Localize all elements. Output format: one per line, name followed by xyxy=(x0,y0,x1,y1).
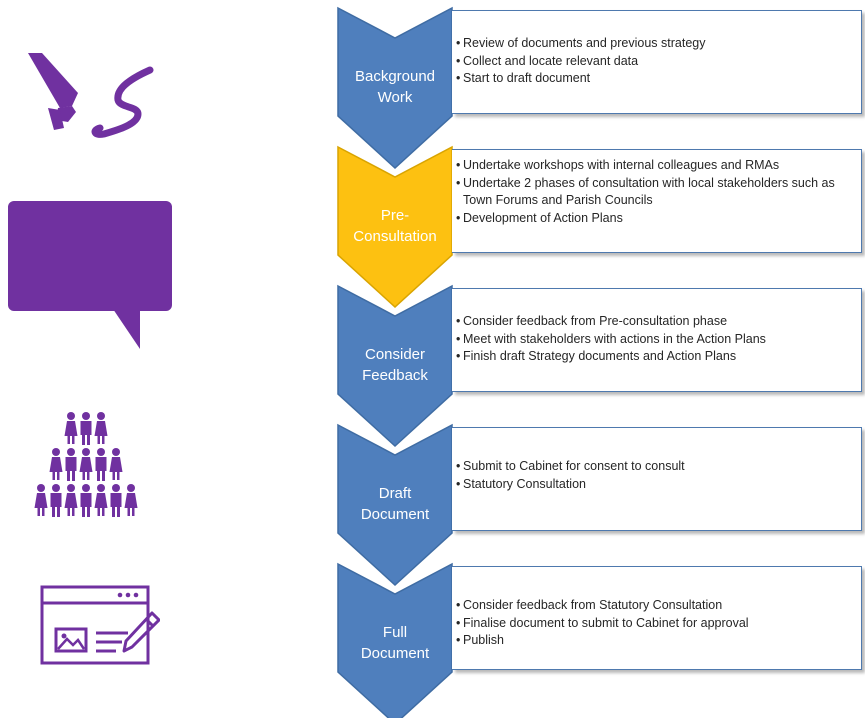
stage-items: Submit to Cabinet for consent to consult… xyxy=(452,428,861,493)
stage-item: Statutory Consultation xyxy=(452,476,861,494)
pen-writing-icon xyxy=(28,53,154,138)
stage-label-line: Work xyxy=(377,89,413,106)
stage-item: Consider feedback from Statutory Consult… xyxy=(452,597,861,615)
stage-item: Undertake 2 phases of consultation with … xyxy=(452,175,861,210)
stage-item: Start to draft document xyxy=(452,70,861,88)
stage-item: Submit to Cabinet for consent to consult xyxy=(452,458,861,476)
webpage-edit-icon xyxy=(40,585,160,665)
stage-chevron xyxy=(337,284,453,448)
stage-label-line: Consultation xyxy=(353,228,437,245)
stage-label-line: Background xyxy=(354,68,436,85)
stage-details-box: Consider feedback from Statutory Consult… xyxy=(452,566,862,670)
stage-label-line: Feedback xyxy=(362,367,428,384)
stage-label-line: Document xyxy=(360,645,430,662)
stage-item: Finish draft Strategy documents and Acti… xyxy=(452,348,861,366)
stage-chevron xyxy=(337,6,453,170)
people-group-icon xyxy=(34,412,138,517)
stage-label-line: Consider xyxy=(364,346,426,363)
stage-label-line: Pre- xyxy=(380,207,410,224)
stage-item: Finalise document to submit to Cabinet f… xyxy=(452,615,861,633)
stage-items: Review of documents and previous strateg… xyxy=(452,11,861,88)
stage-items: Consider feedback from Pre-consultation … xyxy=(452,289,861,366)
stage-item: Meet with stakeholders with actions in t… xyxy=(452,331,861,349)
stage-item: Collect and locate relevant data xyxy=(452,53,861,71)
stage-details-box: Submit to Cabinet for consent to consult… xyxy=(452,427,862,531)
stage-item: Undertake workshops with internal collea… xyxy=(452,157,861,175)
stage-label: Pre- Consultation xyxy=(336,205,454,247)
stage-chevron xyxy=(337,562,453,718)
stage-items: Consider feedback from Statutory Consult… xyxy=(452,567,861,650)
stage-item: Review of documents and previous strateg… xyxy=(452,35,861,53)
stage-details-box: Undertake workshops with internal collea… xyxy=(452,149,862,253)
stage-details-box: Consider feedback from Pre-consultation … xyxy=(452,288,862,392)
stage-label-line: Document xyxy=(360,506,430,523)
stage-item: Development of Action Plans xyxy=(452,210,861,228)
stage-chevron xyxy=(337,423,453,587)
stage-label-line: Full xyxy=(382,624,408,641)
stage-item: Consider feedback from Pre-consultation … xyxy=(452,313,861,331)
speech-bubble-icon xyxy=(8,201,172,349)
stage-details-box: Review of documents and previous strateg… xyxy=(452,10,862,114)
stage-items: Undertake workshops with internal collea… xyxy=(452,150,861,227)
stage-label-line: Draft xyxy=(378,485,412,502)
stage-item: Publish xyxy=(452,632,861,650)
stage-chevron xyxy=(337,145,453,309)
